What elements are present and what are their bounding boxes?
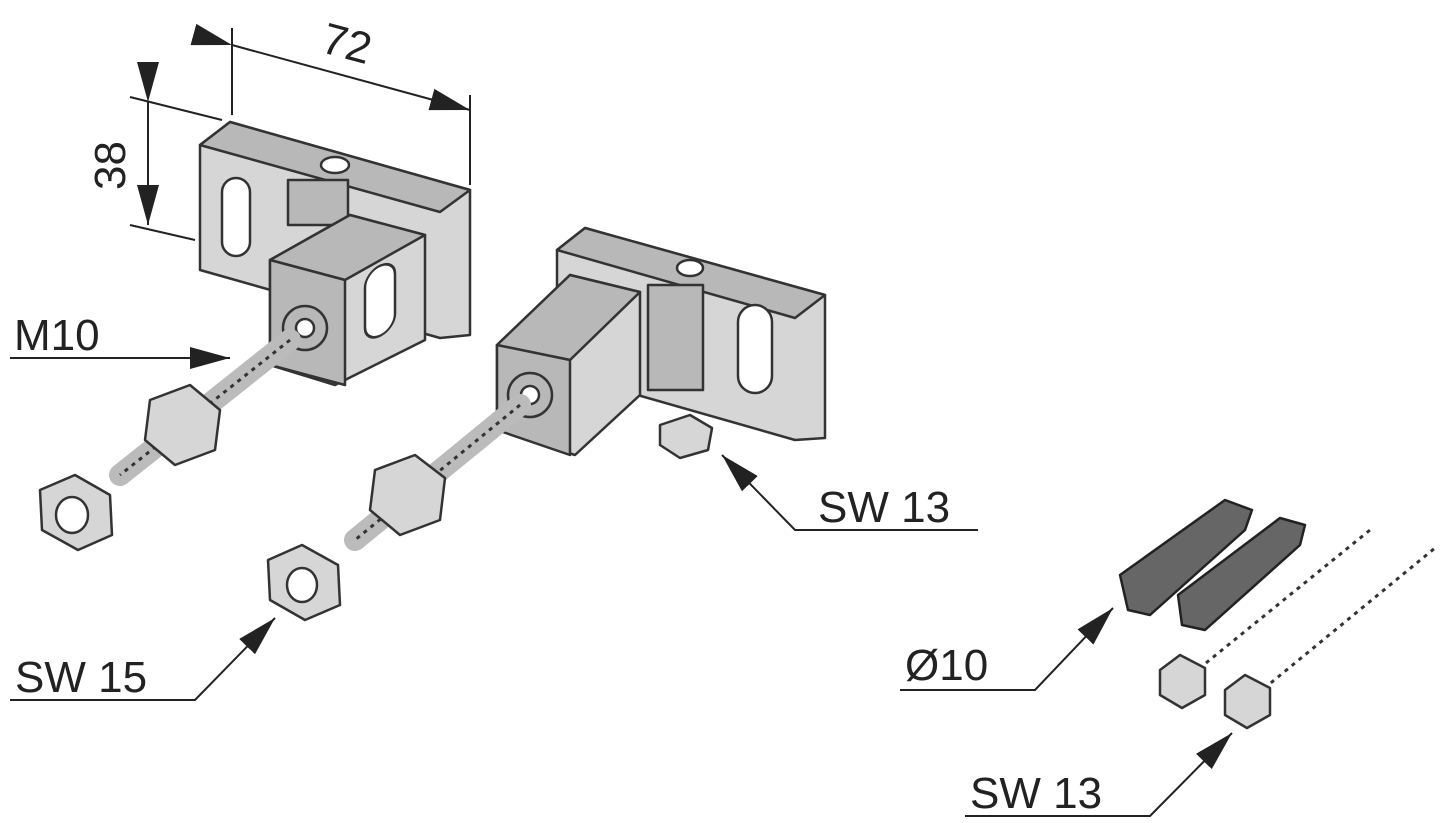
callout-sw15: SW 15 bbox=[10, 617, 276, 702]
label-sw15: SW 15 bbox=[15, 653, 147, 702]
label-sw13-screw: SW 13 bbox=[970, 769, 1102, 818]
wall-screws bbox=[1158, 528, 1436, 730]
dimension-width-label: 72 bbox=[317, 14, 377, 74]
label-dowel: Ø10 bbox=[905, 641, 988, 690]
dimension-height-label: 38 bbox=[86, 141, 135, 190]
left-slider-block bbox=[268, 213, 427, 387]
right-slider-block bbox=[495, 273, 642, 457]
dimension-height: 38 bbox=[86, 62, 223, 241]
left-threaded-rod bbox=[38, 329, 301, 552]
callout-dowel: Ø10 bbox=[900, 607, 1114, 691]
callout-sw13-screw: SW 13 bbox=[965, 732, 1233, 818]
wall-dowels bbox=[1118, 498, 1307, 632]
callout-sw13-nut: SW 13 bbox=[721, 454, 978, 532]
callout-m10: M10 bbox=[10, 311, 230, 369]
label-sw13-nut: SW 13 bbox=[818, 483, 950, 532]
right-threaded-rod bbox=[266, 394, 531, 622]
label-m10: M10 bbox=[14, 311, 100, 360]
